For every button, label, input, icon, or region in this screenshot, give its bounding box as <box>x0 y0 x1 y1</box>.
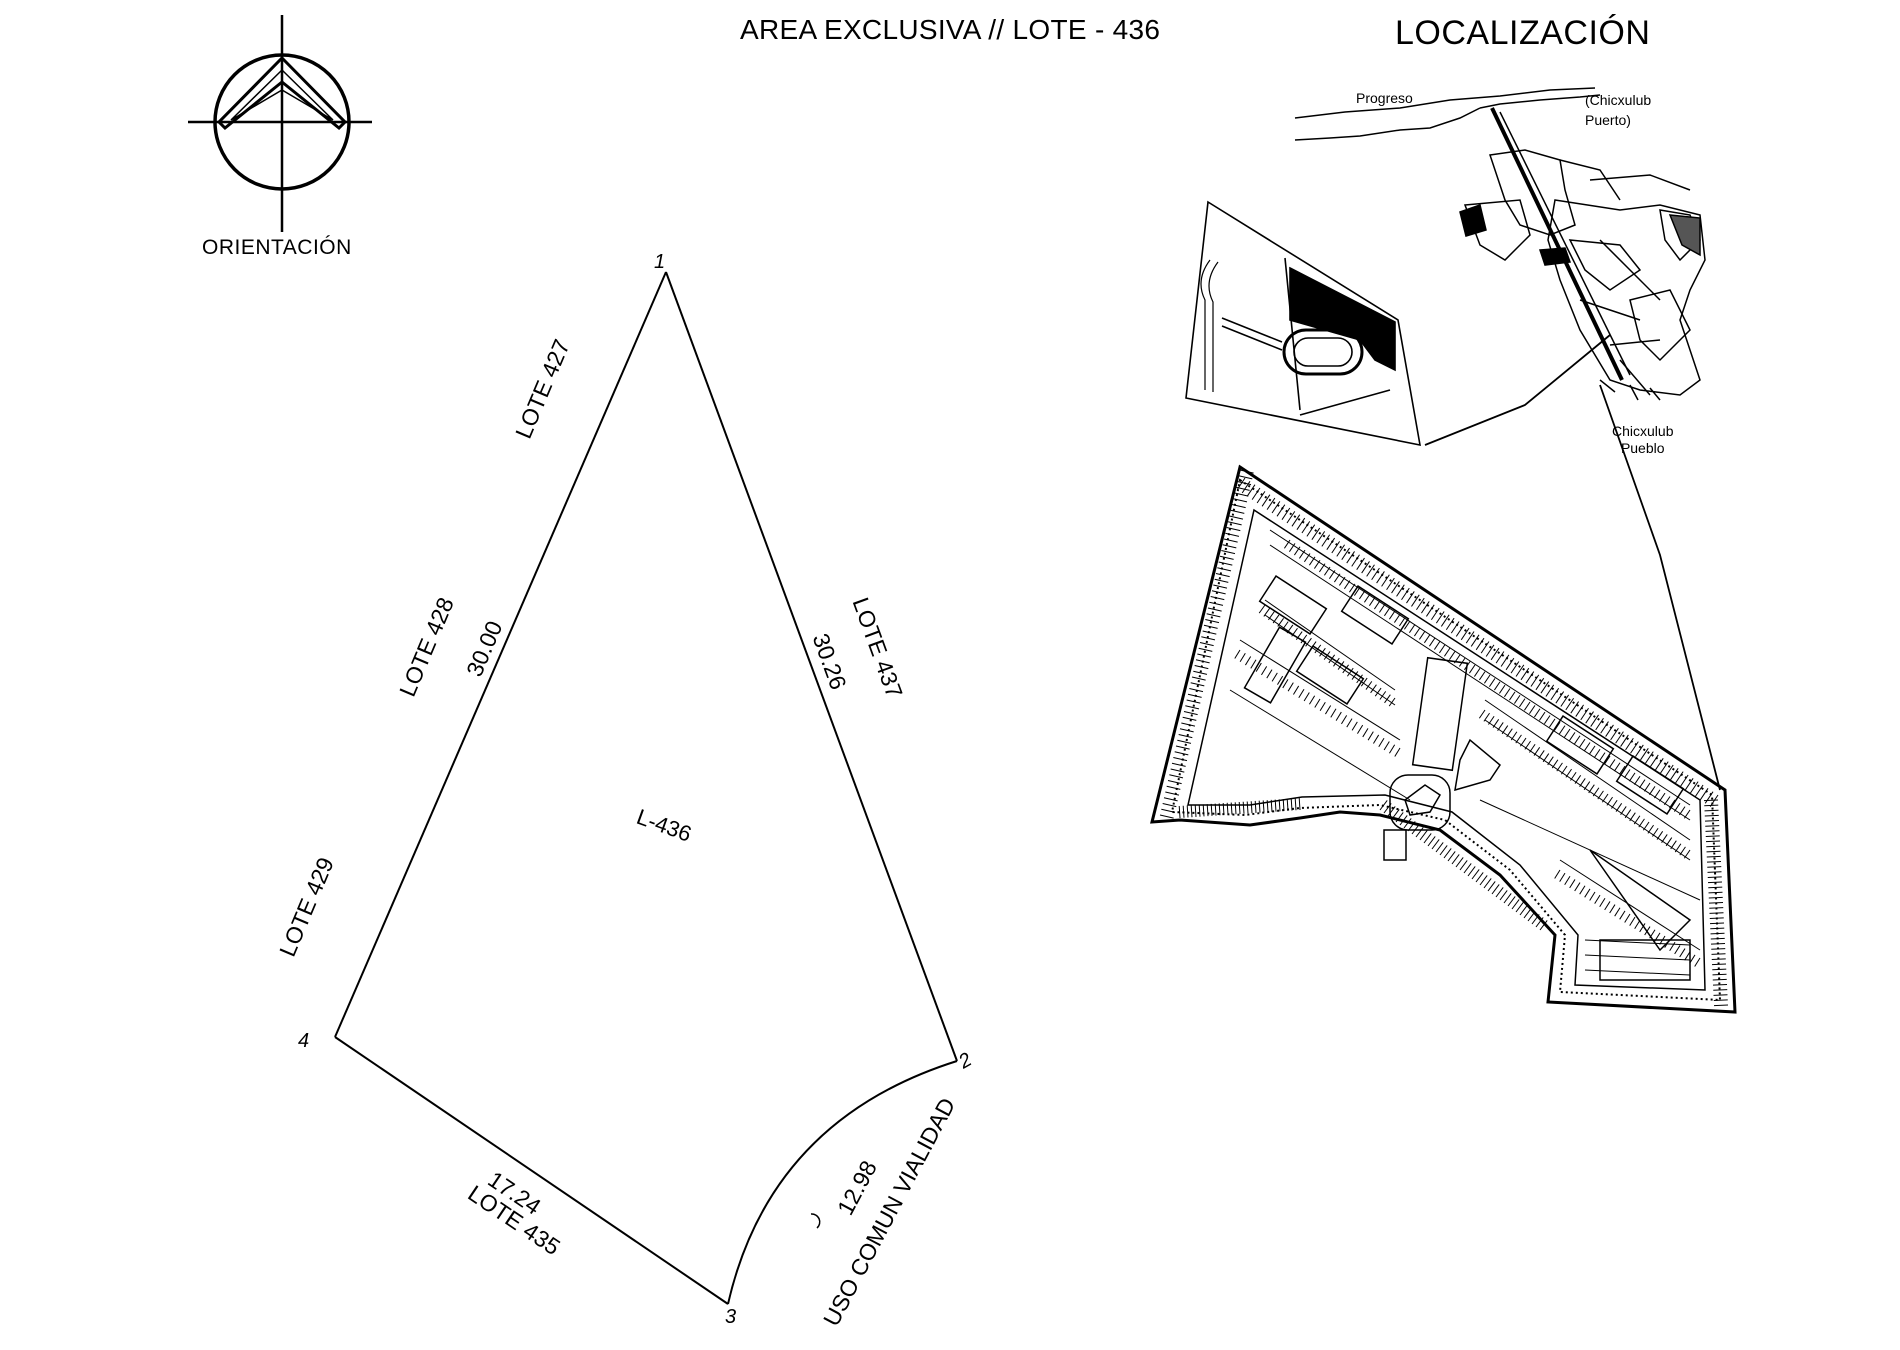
site-detail-map <box>1185 200 1421 447</box>
zoom-connector <box>1424 334 1721 791</box>
vertex-1-label: 1 <box>654 251 666 273</box>
vertex-3-label: 3 <box>725 1306 737 1328</box>
orientation-label: ORIENTACIÓN <box>202 236 352 259</box>
regional-map <box>1294 87 1706 401</box>
subdivision-lot-ticks <box>1159 469 1729 1007</box>
lot-outline <box>334 271 958 1305</box>
page-title: AREA EXCLUSIVA // LOTE - 436 <box>740 14 1161 45</box>
arc-icon <box>810 1213 821 1229</box>
location-title: LOCALIZACIÓN <box>1395 14 1651 52</box>
place-chicxulub-puerto: (Chicxulub Puerto) <box>1585 92 1652 128</box>
vertex-4-label: 4 <box>298 1030 310 1052</box>
place-progreso: Progreso <box>1356 90 1413 106</box>
place-chicxulub-pueblo: Chicxulub Pueblo <box>1612 423 1674 456</box>
north-arrow-icon <box>188 15 372 232</box>
